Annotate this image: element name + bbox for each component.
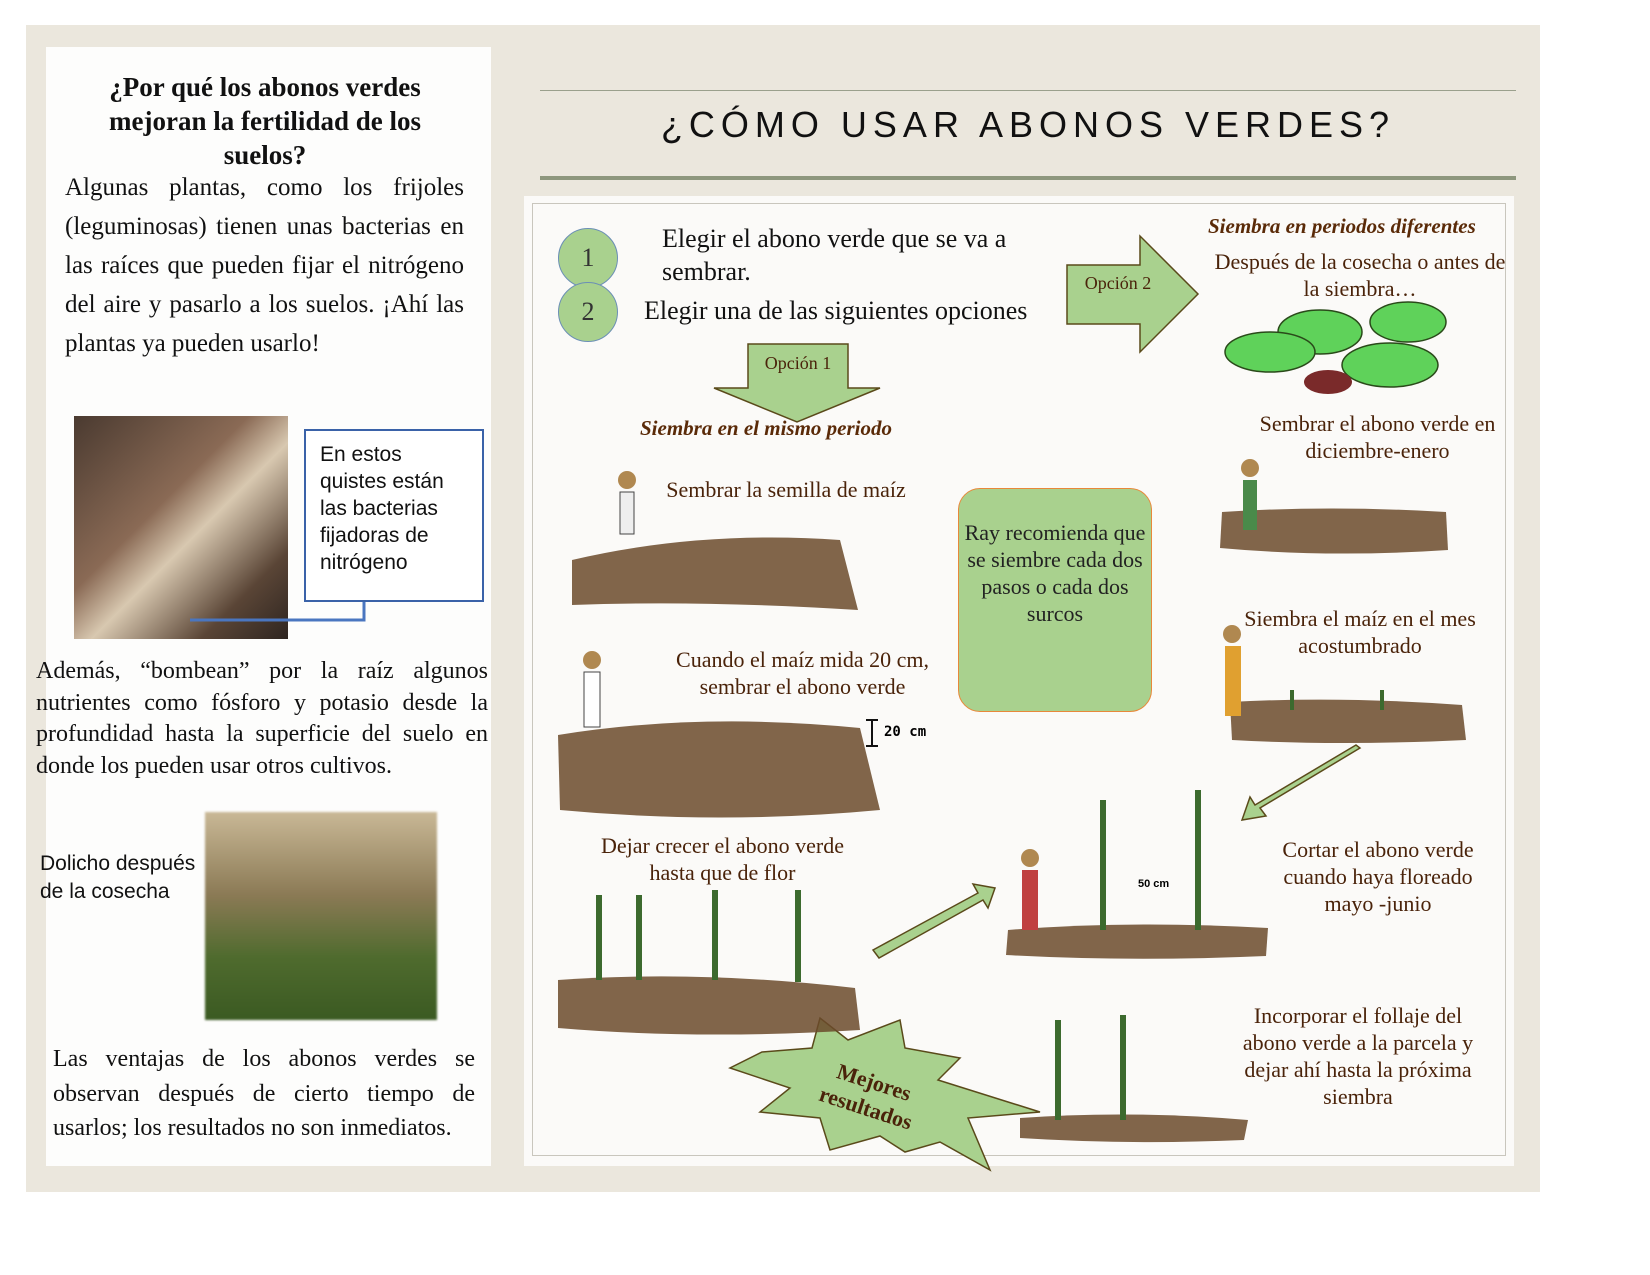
left-paragraph-3: Las ventajas de los abonos verdes se obs… [53, 1046, 475, 1141]
option-1-step-sow-maize: Sembrar la semilla de maíz [666, 477, 906, 502]
option-1-step-grow: Dejar crecer el abono verde hasta que de… [600, 833, 845, 885]
page-title: ¿CÓMO USAR ABONOS VERDES? [660, 104, 1396, 145]
maize-plants-icon [596, 690, 1384, 1120]
soil-illustration-1 [572, 537, 858, 610]
option-2-arrow [1066, 234, 1200, 354]
step-2-text: Elegir una de las siguientes opciones [644, 296, 1028, 325]
option-2-step-after-harvest: Después de la cosecha o antes de la siem… [1214, 249, 1506, 301]
seed-icon [1304, 370, 1352, 394]
title-rule-top [540, 90, 1516, 91]
recommendation-box: Ray recomienda que se siembre cada dos p… [958, 488, 1152, 712]
soil-illustration-4 [1006, 924, 1268, 959]
illustrations [558, 301, 1466, 1143]
soil-illustration-2 [558, 721, 880, 818]
option-1-step-sow-green-manure: Cuando el maíz mida 20 cm, sembrar el ab… [676, 647, 929, 699]
step-cut-green-manure: Cortar el abono verde cuando haya florea… [1282, 837, 1474, 916]
steps-panel-border [532, 203, 1506, 1156]
left-paragraph-2: Además, “bombean” por la raíz algunos nu… [36, 658, 488, 779]
measure-50cm: 50 cm [1138, 878, 1170, 890]
green-manure-leaves-icon [1224, 301, 1447, 388]
option-2-step-sow-maize: Siembra el maíz en el mes acostumbrado [1244, 606, 1476, 658]
step-1-text: Elegir el abono verde que se va a sembra… [662, 224, 1007, 286]
nodules-callout: En estos quistes están las bacterias fij… [304, 429, 484, 602]
dolicho-field-photo [205, 812, 437, 1020]
step-incorporate: Incorporar el follaje del abono verde a … [1242, 1003, 1474, 1109]
soil-illustration-3 [558, 976, 860, 1035]
root-nodules-photo [74, 416, 288, 639]
measure-20cm: 20 cm [884, 724, 927, 740]
option-1-heading: Siembra en el mismo periodo [640, 416, 892, 440]
option-2-heading: Siembra en periodos diferentes [1208, 214, 1476, 238]
left-question-heading: ¿Por qué los abonos verdes mejoran la fe… [109, 72, 421, 170]
farmer-icon [583, 459, 1259, 930]
dolicho-photo-caption: Dolicho después de la cosecha [40, 852, 196, 903]
from-option2-arrow [1240, 744, 1362, 821]
option-2-label: Opción 2 [1084, 273, 1152, 293]
option-1-arrow [713, 343, 881, 423]
title-rule-bottom [540, 176, 1516, 180]
soil-illustration-7 [1230, 699, 1466, 743]
soil-illustration-6 [1220, 508, 1448, 554]
soil-illustration-5 [1020, 1114, 1248, 1143]
to-cut-arrow [871, 882, 996, 959]
results-burst [728, 1016, 1041, 1172]
step-1-badge: 1 [558, 228, 618, 288]
step-2-badge: 2 [558, 282, 618, 342]
option-1-label: Opción 1 [764, 353, 832, 373]
height-bracket-icon [866, 719, 878, 747]
left-paragraph-1: Algunas plantas, como los frijoles (legu… [65, 174, 464, 357]
option-2-step-sow-green-manure: Sembrar el abono verde en diciembre-ener… [1259, 411, 1496, 463]
option-arrows [713, 234, 1362, 1172]
callout-connector [190, 602, 366, 622]
